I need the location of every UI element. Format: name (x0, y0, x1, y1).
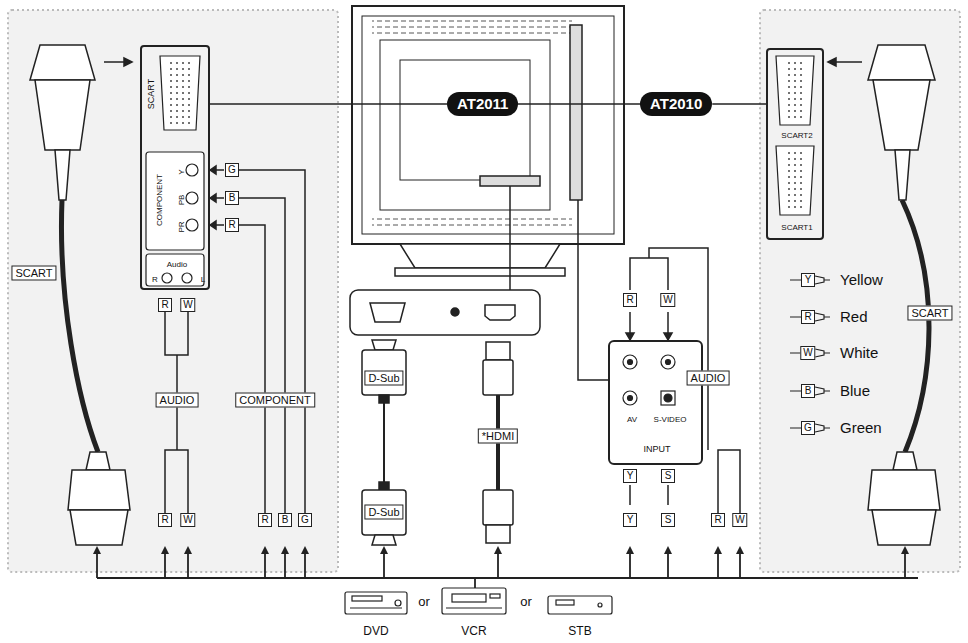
model-badge: AT2010 (640, 92, 712, 116)
plug-letter: S (661, 513, 675, 527)
legend-text: Blue (840, 383, 870, 400)
node-text: AV (627, 416, 637, 425)
plug-letter: R (158, 513, 172, 527)
cable-tag: SCART (907, 306, 952, 321)
or-text: or (520, 595, 532, 609)
legend-text: Green (840, 420, 882, 437)
cable-tag: D-Sub (364, 371, 403, 386)
legend-text: Yellow (840, 272, 883, 289)
plug-letter: S (661, 469, 675, 483)
av-input-art (623, 355, 675, 405)
node-text: SCART2 (781, 132, 812, 141)
node-text: S-VIDEO (654, 416, 687, 425)
node-text: SCART1 (781, 224, 812, 233)
av-cables (626, 248, 740, 513)
av-input-box: AV S-VIDEO INPUT (608, 340, 703, 465)
source-device: STB (544, 584, 616, 640)
region-frames (8, 10, 960, 572)
model-badge: AT2011 (447, 92, 518, 116)
plug-letter: R (258, 513, 272, 527)
cable-tag: AUDIO (156, 393, 199, 408)
legend-plug-letter: W (800, 346, 815, 360)
node-text: PB (178, 195, 187, 206)
source-device: VCR (438, 584, 510, 640)
pc-port-panel (350, 290, 540, 335)
legend-plug-letter: Y (801, 273, 815, 287)
plug-letter: G (225, 163, 239, 177)
node-text: STB (568, 625, 591, 638)
plug-letter: W (180, 298, 195, 312)
node-text: Y (178, 169, 187, 174)
legend-plug-letter: G (801, 421, 815, 435)
plug-letter: G (298, 513, 312, 527)
plug-letter: W (732, 513, 747, 527)
plug-letter: R (225, 218, 239, 232)
legend-plugs (790, 276, 830, 432)
scart-panel: SCART2SCART1 (766, 48, 824, 240)
node-text: COMPONENT (156, 174, 165, 226)
left-scart-cable (30, 45, 132, 545)
plug-letter: R (623, 293, 637, 307)
plug-letter: Y (623, 469, 637, 483)
badge-text: AT2010 (650, 95, 702, 112)
bus-arrows (93, 546, 909, 578)
or-text: or (418, 595, 430, 609)
right-scart-panel-art (776, 56, 814, 215)
legend-text: White (840, 345, 878, 362)
node-text: DVD (363, 625, 388, 638)
jack-panel: SCART COMPONENT Y PB PR AudioR L (140, 45, 210, 290)
node-text: SCART (147, 79, 157, 109)
badge-text: AT2011 (457, 95, 508, 112)
node-text: Audio (167, 261, 187, 270)
plug-letter: R (711, 513, 725, 527)
cable-tag: *HDMI (478, 429, 518, 444)
cable-tag: SCART (11, 266, 56, 281)
node-text: L (201, 276, 205, 285)
plug-letter: B (278, 513, 292, 527)
left-jack-panel-art (146, 56, 204, 286)
node-text: R (152, 276, 158, 285)
component-cables (165, 166, 305, 513)
cable-tag: COMPONENT (235, 393, 315, 408)
plug-letter: Y (623, 513, 637, 527)
plug-letter: W (660, 293, 675, 307)
tv-wires (470, 104, 700, 380)
plug-letter: R (158, 298, 172, 312)
bus-line (97, 578, 918, 588)
legend-plug-letter: B (801, 384, 815, 398)
source-devices (345, 588, 612, 614)
plug-letter: W (180, 513, 195, 527)
cable-tag: AUDIO (687, 371, 730, 386)
cable-line (210, 104, 447, 105)
node-text: VCR (461, 625, 486, 638)
right-scart-cable (828, 45, 940, 545)
legend-plug-letter: R (801, 310, 815, 324)
node-text: PR (178, 221, 187, 232)
plug-letter: B (225, 191, 239, 205)
tv-set (352, 6, 624, 276)
legend-text: Red (840, 309, 868, 326)
source-device: DVD (340, 584, 412, 640)
cable-line (712, 104, 766, 105)
node-text: INPUT (644, 445, 671, 455)
cable-tag: D-Sub (364, 505, 403, 520)
